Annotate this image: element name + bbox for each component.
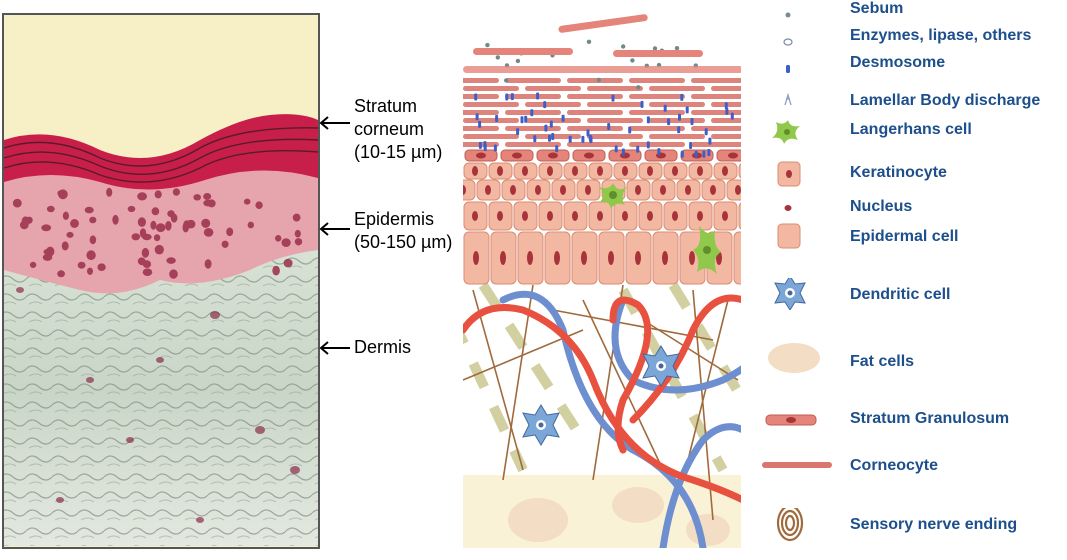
dendritic-cell-icon bbox=[760, 278, 838, 310]
corneocyte bbox=[587, 102, 643, 107]
corneocyte bbox=[567, 78, 623, 83]
keratinocyte bbox=[739, 202, 743, 230]
corneocyte bbox=[587, 134, 643, 139]
corneocyte bbox=[691, 142, 743, 147]
corneocyte-icon bbox=[760, 450, 838, 482]
legend-item: Dendritic cell bbox=[760, 278, 1060, 308]
keratinocyte-icon bbox=[760, 159, 838, 191]
callout-label-epidermis: Epidermis (50-150 µm) bbox=[354, 208, 452, 254]
corneocyte bbox=[649, 86, 705, 91]
corneocyte bbox=[463, 86, 519, 91]
callout-label-dermis: Dermis bbox=[354, 336, 411, 359]
corneocyte bbox=[587, 118, 643, 123]
arrow-left-icon bbox=[318, 220, 352, 238]
legend-label: Sebum bbox=[850, 0, 903, 18]
legend-item: Desmosome bbox=[760, 54, 1060, 84]
legend-label: Epidermal cell bbox=[850, 228, 959, 246]
corneocyte bbox=[649, 118, 705, 123]
corneocyte bbox=[629, 110, 685, 115]
fat-cell bbox=[612, 487, 664, 523]
legend-item: Epidermal cell bbox=[760, 221, 1060, 251]
legend-item: Langerhans cell bbox=[760, 116, 1060, 146]
skin-schematic bbox=[463, 0, 743, 560]
corneocyte bbox=[567, 94, 623, 99]
legend-label: Langerhans cell bbox=[850, 121, 972, 139]
corneocyte bbox=[629, 78, 685, 83]
corneocyte bbox=[525, 102, 581, 107]
corneocyte bbox=[505, 142, 561, 147]
legend-label: Corneocyte bbox=[850, 457, 938, 475]
legend-item: Enzymes, lipase, others bbox=[760, 27, 1060, 57]
legend-label: Enzymes, lipase, others bbox=[850, 27, 1031, 45]
corneocyte bbox=[691, 78, 743, 83]
legend-item: Fat cells bbox=[760, 343, 1060, 373]
arrow-left-icon bbox=[318, 339, 352, 357]
sensory-nerve-ending-icon bbox=[760, 508, 838, 544]
arrow-left-icon bbox=[318, 114, 352, 132]
legend-label: Dendritic cell bbox=[850, 286, 950, 304]
corneocyte bbox=[711, 118, 743, 123]
callout-epidermis: Epidermis (50-150 µm) bbox=[318, 208, 452, 254]
legend-item: Corneocyte bbox=[760, 450, 1060, 480]
corneocyte bbox=[649, 102, 705, 107]
desmosome-icon bbox=[760, 54, 838, 86]
corneocyte bbox=[463, 134, 519, 139]
corneocyte bbox=[691, 110, 743, 115]
corneocyte bbox=[463, 94, 499, 99]
legend-item: Lamellar Body discharge bbox=[760, 85, 1060, 115]
corneocyte bbox=[691, 126, 743, 131]
corneocyte bbox=[567, 110, 623, 115]
corneocyte bbox=[525, 118, 581, 123]
corneocyte bbox=[567, 126, 623, 131]
legend-label: Lamellar Body discharge bbox=[850, 92, 1040, 110]
epidermal-cell bbox=[734, 232, 743, 284]
legend-item: Keratinocyte bbox=[760, 159, 1060, 189]
legend-item: Sebum bbox=[760, 0, 1060, 30]
legend-label: Keratinocyte bbox=[850, 164, 947, 182]
langerhans-cell-icon bbox=[760, 116, 838, 148]
corneocyte bbox=[587, 86, 643, 91]
corneocyte bbox=[463, 110, 499, 115]
histology-micrograph bbox=[0, 0, 320, 560]
stratum-granulosum-icon bbox=[760, 405, 838, 437]
callout-label-stratum-corneum: Stratum corneum (10-15 µm) bbox=[354, 95, 442, 164]
corneocyte bbox=[463, 78, 499, 83]
legend-label: Desmosome bbox=[850, 54, 945, 72]
lamellar-body-icon bbox=[760, 85, 838, 117]
keratinocyte bbox=[739, 163, 743, 179]
legend-label: Stratum Granulosum bbox=[850, 410, 1009, 428]
corneocyte bbox=[711, 134, 743, 139]
corneocyte bbox=[567, 142, 623, 147]
legend-label: Sensory nerve ending bbox=[850, 516, 1017, 534]
corneocyte bbox=[505, 78, 561, 83]
corneocyte bbox=[691, 94, 743, 99]
legend-label: Nucleus bbox=[850, 198, 912, 216]
corneocyte bbox=[649, 134, 705, 139]
corneocyte bbox=[463, 118, 519, 123]
corneocyte bbox=[629, 94, 685, 99]
legend-item: Sensory nerve ending bbox=[760, 508, 1060, 538]
callout-stratum-corneum: Stratum corneum (10-15 µm) bbox=[318, 95, 442, 164]
corneocyte bbox=[629, 126, 685, 131]
corneocyte bbox=[463, 102, 519, 107]
callout-dermis: Dermis bbox=[318, 336, 411, 359]
fat-cell bbox=[508, 498, 568, 542]
legend-item: Nucleus bbox=[760, 193, 1060, 223]
legend-label: Fat cells bbox=[850, 353, 914, 371]
fat-cell-icon bbox=[760, 343, 838, 375]
epidermal-cell-icon bbox=[760, 221, 838, 253]
corneocyte bbox=[711, 86, 743, 91]
corneocyte bbox=[525, 86, 581, 91]
legend-item: Stratum Granulosum bbox=[760, 405, 1060, 435]
